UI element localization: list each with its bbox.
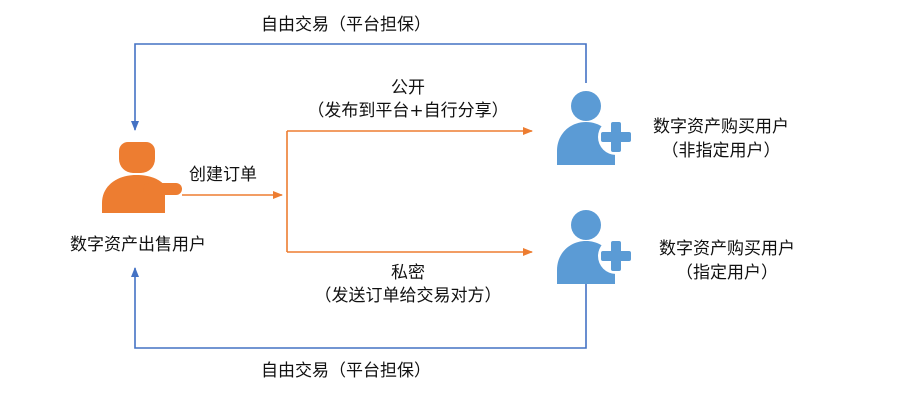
buyer-specified-line2: （指定用户） <box>676 263 778 283</box>
public-subtitle: （发布到平台+自行分享） <box>307 101 509 121</box>
free-trade-top-label: 自由交易（平台担保） <box>261 15 431 35</box>
buyer-specified-line1: 数字资产购买用户 <box>659 239 795 259</box>
add-user-icon <box>557 210 634 284</box>
add-user-icon <box>557 91 634 165</box>
free-trade-bottom-connector <box>131 267 587 349</box>
seller-user-icon <box>102 142 182 213</box>
seller-label: 数字资产出售用户 <box>70 235 206 255</box>
create-order-label: 创建订单 <box>189 165 257 185</box>
buyer-unspecified-line2: （非指定用户） <box>661 141 781 161</box>
private-title: 私密 <box>391 263 425 283</box>
free-trade-bottom-label: 自由交易（平台担保） <box>261 361 431 381</box>
buyer-unspecified-line1: 数字资产购买用户 <box>653 117 789 137</box>
private-subtitle: （发送订单给交易对方） <box>314 286 502 306</box>
public-title: 公开 <box>391 78 425 98</box>
free-trade-top-connector <box>131 43 587 131</box>
